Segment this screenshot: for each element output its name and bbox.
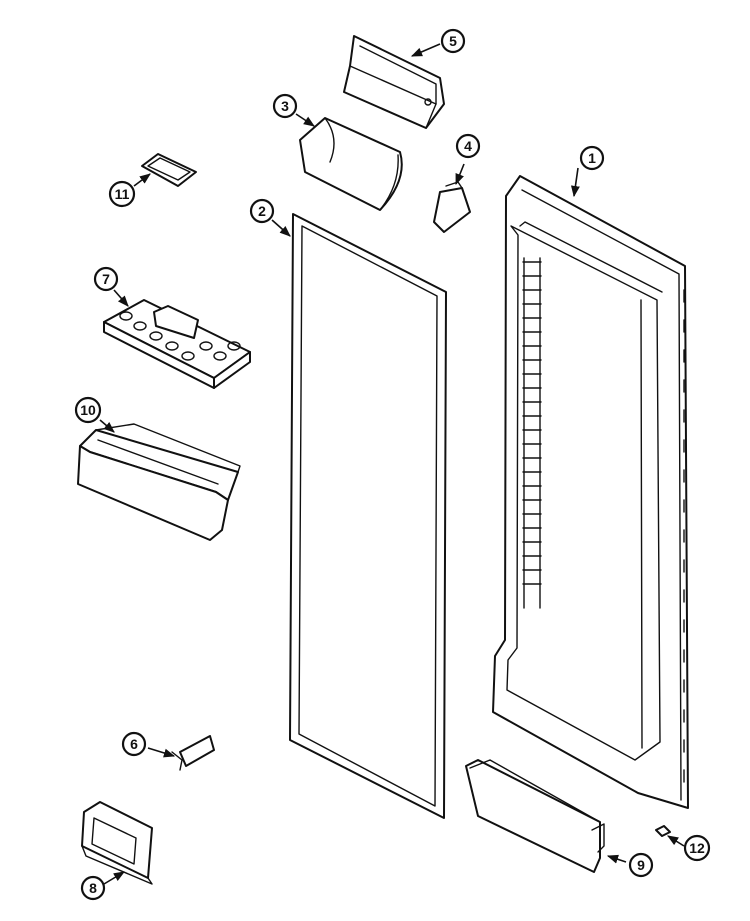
callout-8-label: 8: [89, 880, 97, 896]
callout-1-label: 1: [588, 150, 596, 166]
liner-shelf-ribs: [522, 257, 542, 609]
dairy-hinge: [433, 181, 471, 233]
plug: [655, 825, 671, 837]
callout-5-label: 5: [449, 33, 457, 49]
callout-11-label: 11: [115, 186, 130, 202]
small-tray: [141, 153, 197, 187]
callout-9-label: 9: [637, 857, 645, 873]
door-gasket: [289, 213, 447, 819]
dairy-compartment: [343, 35, 445, 129]
lower-door-bin: [465, 759, 605, 873]
callout-3: 3: [272, 93, 298, 119]
callout-5: 5: [440, 28, 466, 54]
callout-7-label: 7: [102, 271, 110, 287]
callout-8: 8: [80, 875, 106, 901]
leader-lines: [99, 43, 685, 885]
callout-4-label: 4: [464, 138, 472, 154]
callout-7: 7: [93, 266, 119, 292]
callout-2-label: 2: [258, 203, 266, 219]
callout-6: 6: [121, 731, 147, 757]
callout-2: 2: [249, 198, 275, 224]
callout-12-label: 12: [689, 840, 705, 856]
callout-6-label: 6: [130, 736, 138, 752]
door-bin: [77, 423, 241, 541]
callout-10-label: 10: [80, 402, 96, 418]
egg-tray: [103, 299, 251, 389]
callout-9: 9: [628, 852, 654, 878]
callout-1: 1: [579, 145, 605, 171]
door-liner: [492, 175, 689, 809]
callout-4: 4: [455, 133, 481, 159]
callout-11: 11: [108, 180, 136, 208]
callout-10: 10: [74, 396, 102, 424]
clip: [171, 735, 215, 771]
dairy-door: [299, 117, 403, 211]
callout-3-label: 3: [281, 98, 289, 114]
callout-12: 12: [683, 834, 711, 862]
trim-piece: [81, 801, 153, 885]
